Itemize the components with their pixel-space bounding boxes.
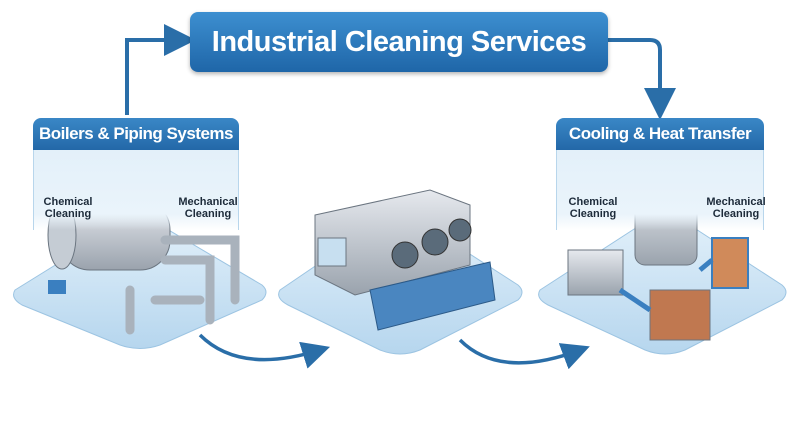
right-chemical-cleaning-label: Chemical Cleaning [568,196,618,220]
boilers-panel: Boilers & Piping Systems [33,118,239,230]
arrow-left-to-middle [198,333,331,369]
chiller-illustration [314,189,496,331]
cooling-panel: Cooling & Heat Transfer [556,118,764,230]
cooling-panel-body [556,150,764,230]
arrow-middle-to-right [458,338,590,370]
boilers-panel-body [33,150,239,230]
left-chemical-cleaning-label: Chemical Cleaning [43,196,93,220]
arrow-left-to-title [125,24,196,115]
right-mechanical-cleaning-label: Mechanical Cleaning [706,196,766,220]
boilers-panel-header: Boilers & Piping Systems [33,118,239,150]
cooling-panel-header: Cooling & Heat Transfer [556,118,764,150]
left-mechanical-cleaning-label: Mechanical Cleaning [178,196,238,220]
arrow-title-to-right [608,38,676,120]
page-title: Industrial Cleaning Services [190,12,608,72]
